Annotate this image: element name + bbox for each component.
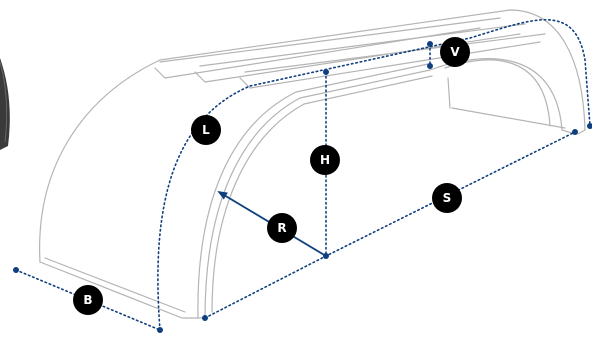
label-h: H (320, 153, 330, 167)
dimension-endpoints (13, 41, 592, 333)
label-r: R (277, 221, 286, 235)
fender-outline (39, 9, 586, 319)
endpoint-dot (13, 267, 19, 273)
endpoint-dot (587, 123, 592, 129)
endpoint-dot (157, 327, 163, 333)
endpoint-dot (572, 129, 578, 135)
endpoint-dot (323, 253, 329, 259)
label-s: S (443, 191, 452, 205)
dimension-line-s (204, 131, 576, 319)
label-badge-b: B (73, 285, 103, 315)
label-badge-v: V (440, 37, 470, 67)
tire-edge (0, 58, 10, 150)
endpoint-dot (323, 69, 329, 75)
label-badge-r: R (267, 213, 297, 243)
label-badge-s: S (432, 183, 462, 213)
label-b: B (83, 293, 92, 307)
endpoint-dot (427, 63, 433, 69)
label-l: L (202, 123, 210, 137)
label-v: V (450, 45, 460, 59)
dimension-line-l (157, 18, 591, 331)
endpoint-dot (427, 41, 433, 47)
label-badge-l: L (191, 115, 221, 145)
label-badge-h: H (310, 145, 340, 175)
dimension-lines (15, 18, 591, 331)
endpoint-dot (202, 315, 208, 321)
